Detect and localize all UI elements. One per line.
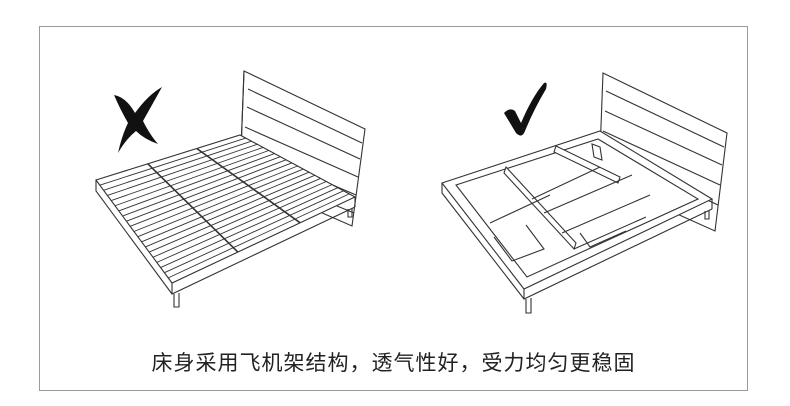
bed-slat bbox=[137, 168, 304, 238]
bed-slat bbox=[107, 143, 258, 196]
bed-slat bbox=[118, 153, 275, 212]
feature-caption: 床身采用飞机架结构，透气性好，受力均匀更稳固 bbox=[151, 351, 636, 375]
bed-slat bbox=[126, 159, 287, 222]
slatted-bed-panel bbox=[40, 27, 394, 347]
bed-slat bbox=[168, 193, 350, 279]
frame-bed-panel bbox=[394, 27, 749, 347]
bed-slat bbox=[141, 171, 310, 243]
comparison-frame: 床身采用飞机架结构，透气性好，受力均匀更稳固 bbox=[39, 26, 748, 391]
bed-slat bbox=[152, 181, 327, 258]
slat-support-rail bbox=[196, 147, 301, 224]
bed-slat bbox=[145, 174, 315, 248]
bed-slat bbox=[133, 165, 298, 232]
slatted-bed-illustration bbox=[95, 70, 366, 308]
check-icon bbox=[504, 82, 547, 136]
bed-slat bbox=[164, 190, 344, 274]
bed-slat bbox=[111, 146, 264, 202]
bed-slat bbox=[103, 140, 252, 191]
bed-slat bbox=[156, 184, 333, 263]
slat-support-rail bbox=[147, 163, 239, 253]
cross-icon bbox=[114, 87, 162, 153]
bed-slat bbox=[130, 162, 292, 227]
bed-slat bbox=[99, 137, 246, 186]
bed-slat bbox=[160, 187, 338, 268]
bed-slat bbox=[149, 177, 321, 253]
frame-bed-illustration bbox=[441, 72, 728, 314]
bed-slat bbox=[114, 150, 269, 207]
bed-slat bbox=[122, 156, 281, 217]
